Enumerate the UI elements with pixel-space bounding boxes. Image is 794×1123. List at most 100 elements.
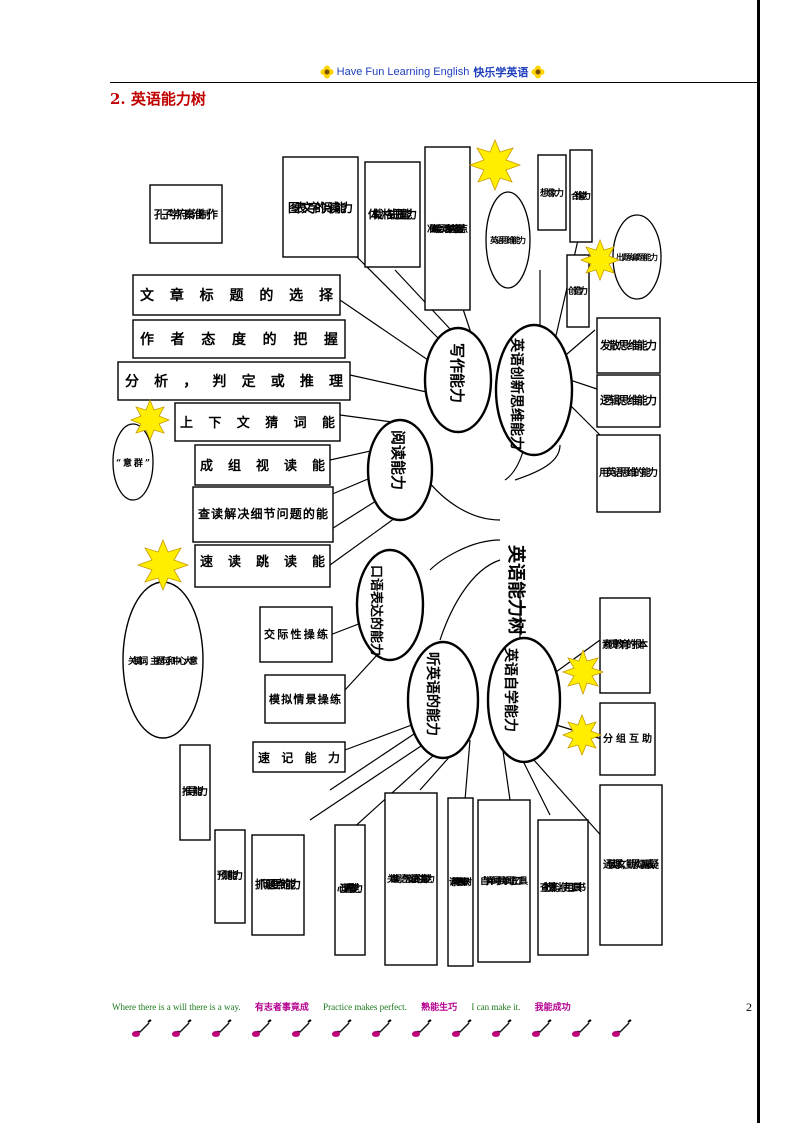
svg-text:速读跳读能: 速读跳读能 xyxy=(200,554,325,570)
svg-text:模拟情景操练: 模拟情景操练 xyxy=(269,692,341,706)
section-title: 2. 英语能力树 xyxy=(110,90,206,108)
svg-text:课前预习西知识树: 课前预习西知识树 xyxy=(449,876,472,888)
guitar-icon xyxy=(532,1019,552,1037)
reading-item: 速读跳读能 xyxy=(194,544,331,588)
branch-listening-label: 听英语的能力 xyxy=(424,652,441,736)
svg-text:“意群”: “意群” xyxy=(116,457,150,469)
creative-item: 想像力 xyxy=(537,154,567,231)
trunk-text: 英语能力树 xyxy=(505,544,527,635)
star-icon xyxy=(561,713,603,757)
selfstudy-item: 分组互助 xyxy=(599,702,656,776)
page-edge xyxy=(757,0,760,1123)
reading-item: 文章标题的选择 xyxy=(132,274,341,316)
motto-cn: 熟能生巧 xyxy=(421,1002,458,1012)
branch-reading: 阅读能力 xyxy=(366,418,434,522)
svg-text:出题编题能力: 出题编题能力 xyxy=(616,252,658,262)
motto-cn: 我能成功 xyxy=(534,1002,571,1012)
svg-text:准确领会，灵活表达内容的要点: 准确领会，灵活表达内容的要点 xyxy=(427,223,468,235)
svg-text:推导能力: 推导能力 xyxy=(182,785,208,798)
svg-text:预测能力: 预测能力 xyxy=(217,869,243,882)
guitar-icon xyxy=(132,1019,152,1037)
writing-item: 图表文字的阅读能力 xyxy=(282,156,359,258)
guitar-icon xyxy=(292,1019,312,1037)
svg-text:成组视读能: 成组视读能 xyxy=(200,458,325,474)
branch-writing: 写作能力 xyxy=(423,326,493,434)
guitar-icon xyxy=(492,1019,512,1037)
svg-text:创造力: 创造力 xyxy=(567,285,588,297)
reading-item: 上下文猜词能 xyxy=(174,402,341,442)
svg-text:用英语思维的能力: 用英语思维的能力 xyxy=(598,466,658,479)
guitar-icon xyxy=(212,1019,232,1037)
svg-text:素质教育的根本: 素质教育的根本 xyxy=(602,638,649,651)
page-number: 2 xyxy=(746,1000,752,1014)
listening-item: 心理调节能力 xyxy=(334,824,366,956)
header-rule xyxy=(110,82,758,83)
branch-writing-label: 写作能力 xyxy=(448,343,466,403)
selfstudy-item: 素质教育的根本 xyxy=(599,597,651,694)
branch-listening: 听英语的能力 xyxy=(406,640,480,760)
header-title-cn: 快乐学英语 xyxy=(473,67,529,79)
svg-text:孔子学府秦淮制作: 孔子学府秦淮制作 xyxy=(154,207,218,221)
cloud-keywords: 关键词，主题句和中心大意 xyxy=(122,581,204,739)
selfstudy-item: 课前预习西知识树 xyxy=(447,797,474,967)
guitar-icon xyxy=(372,1019,392,1037)
branch-oral: 口语表达的能力 xyxy=(355,548,425,662)
selfstudy-item: 通读课文，勤思勾画质疑 xyxy=(599,784,663,946)
footer-mottos: Where there is a will there is a way. 有志… xyxy=(112,1000,583,1013)
reading-item: 孔子学府秦淮制作 xyxy=(149,184,223,244)
guitar-icon xyxy=(452,1019,472,1037)
star-icon xyxy=(129,398,171,442)
guitar-icon xyxy=(252,1019,272,1037)
writing-item: 准确领会，灵活表达内容的要点 xyxy=(424,146,471,311)
cloud-question-design: 出题编题能力 xyxy=(612,214,662,300)
listening-item: 关键词、语气及语调的注意能力 xyxy=(384,792,438,966)
listening-item: 抓问题要点的能力 xyxy=(251,834,305,936)
svg-text:交际性操练: 交际性操练 xyxy=(264,627,328,641)
svg-text:发散思维能力: 发散思维能力 xyxy=(599,338,657,352)
svg-text:抓问题要点的能力: 抓问题要点的能力 xyxy=(255,877,301,891)
guitar-icon xyxy=(172,1019,192,1037)
cloud-group: “意群” xyxy=(112,423,154,501)
svg-text:逻辑思维能力: 逻辑思维能力 xyxy=(600,393,657,407)
reading-item: 成组视读能 xyxy=(194,444,331,486)
branch-oral-label: 口语表达的能力 xyxy=(368,565,384,656)
svg-text:心理调节能力: 心理调节能力 xyxy=(337,882,363,895)
oral-item: 模拟情景操练 xyxy=(264,674,346,724)
cloud-english-thinking: 英语思维能力 xyxy=(485,191,531,289)
branch-creative: 英语创新思维能力 xyxy=(494,323,574,457)
trunk-label: 英语能力树 xyxy=(505,544,527,635)
guitar-border xyxy=(130,1018,634,1040)
branch-reading-label: 阅读能力 xyxy=(389,430,407,490)
writing-item: 体裁、格式把握能力 xyxy=(364,161,421,268)
header-title-en: Have Fun Learning English xyxy=(336,66,470,78)
guitar-icon xyxy=(572,1019,592,1037)
star-icon xyxy=(561,648,605,696)
svg-text:关键词，主题句和中心大意: 关键词，主题句和中心大意 xyxy=(128,655,198,667)
reading-item: 分析，判定或推理 xyxy=(117,361,351,401)
star-decorations xyxy=(129,138,621,757)
branch-selfstudy-label: 英语自学能力 xyxy=(502,647,519,732)
svg-text:自学单词寻找单词记忆工具: 自学单词寻找单词记忆工具 xyxy=(480,875,528,887)
svg-text:查找资料，使用工具书: 查找资料，使用工具书 xyxy=(539,881,586,894)
flower-icon xyxy=(531,65,545,79)
creative-item: 逻辑思维能力 xyxy=(596,374,661,428)
svg-text:通读课文，勤思勾画质疑: 通读课文，勤思勾画质疑 xyxy=(603,858,660,871)
guitar-icon xyxy=(332,1019,352,1037)
svg-text:想像力: 想像力 xyxy=(539,187,564,199)
svg-text:合作能力: 合作能力 xyxy=(571,190,591,202)
motto-en: Practice makes perfect. xyxy=(323,1002,407,1012)
creative-item: 发散思维能力 xyxy=(596,317,661,374)
listening-item: 推导能力 xyxy=(179,744,211,841)
branch-selfstudy: 英语自学能力 xyxy=(486,636,562,764)
creative-item: 合作能力 xyxy=(569,149,593,243)
star-icon xyxy=(136,538,190,592)
listening-item: 预测能力 xyxy=(214,829,246,924)
svg-text:体裁、格式把握能力: 体裁、格式把握能力 xyxy=(368,207,417,221)
motto-en: Where there is a will there is a way. xyxy=(112,1002,241,1012)
guitar-icon xyxy=(412,1019,432,1037)
svg-text:图表文字的阅读能力: 图表文字的阅读能力 xyxy=(288,200,353,215)
oral-item: 交际性操练 xyxy=(259,606,333,663)
running-header: Have Fun Learning English 快乐学英语 xyxy=(110,62,755,82)
branch-creative-label: 英语创新思维能力 xyxy=(508,337,525,450)
